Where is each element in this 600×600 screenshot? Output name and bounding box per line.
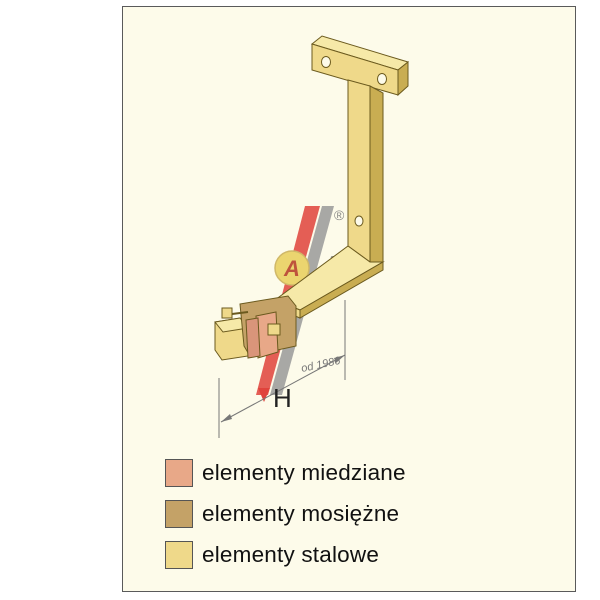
material-legend: elementy miedziane elementy mosiężne ele… xyxy=(165,452,406,575)
steel-vertical-bar xyxy=(347,79,384,263)
legend-item-brass: elementy mosiężne xyxy=(165,493,406,534)
mounting-hole-icon xyxy=(321,56,331,68)
legend-label: elementy mosiężne xyxy=(202,500,400,526)
clamp-assembly xyxy=(214,295,297,361)
legend-item-steel: elementy stalowe xyxy=(165,534,406,575)
legend-label: elementy miedziane xyxy=(202,459,406,485)
registered-mark: ® xyxy=(334,207,345,223)
mounting-hole-icon xyxy=(377,73,387,85)
dimension-label: H xyxy=(273,383,292,413)
bolt-head-icon xyxy=(267,323,281,336)
legend-item-copper: elementy miedziane xyxy=(165,452,406,493)
copper-swatch xyxy=(165,458,193,487)
logo-text: A xyxy=(283,256,300,281)
bolt-head-icon xyxy=(221,307,233,319)
bar-hole-icon xyxy=(354,215,364,227)
steel-swatch xyxy=(165,540,193,569)
legend-label: elementy stalowe xyxy=(202,541,380,567)
logo-badge xyxy=(274,250,310,286)
steel-mounting-plate xyxy=(310,35,410,97)
dimension-h xyxy=(218,300,346,438)
logo-arrow-icon xyxy=(258,388,270,402)
copper-contact-plate xyxy=(245,317,261,359)
brass-swatch xyxy=(165,499,193,528)
